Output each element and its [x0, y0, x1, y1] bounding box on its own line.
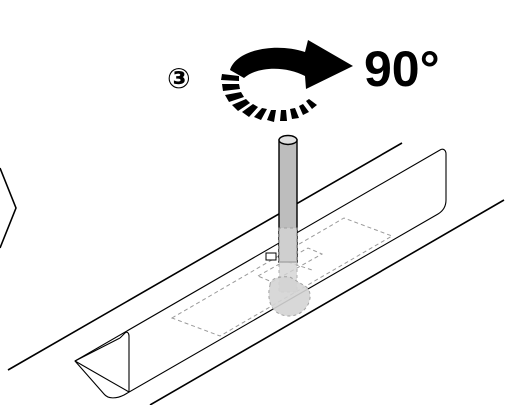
- slotted-panel: [74, 148, 447, 399]
- step-number: ③: [167, 62, 191, 95]
- chevron-right-icon: [0, 167, 17, 249]
- channel-track: [7, 142, 505, 405]
- rotate-arrow-icon: [221, 40, 353, 122]
- rotation-angle-label: 90°: [364, 41, 440, 97]
- rod-hidden-part: [265, 227, 311, 317]
